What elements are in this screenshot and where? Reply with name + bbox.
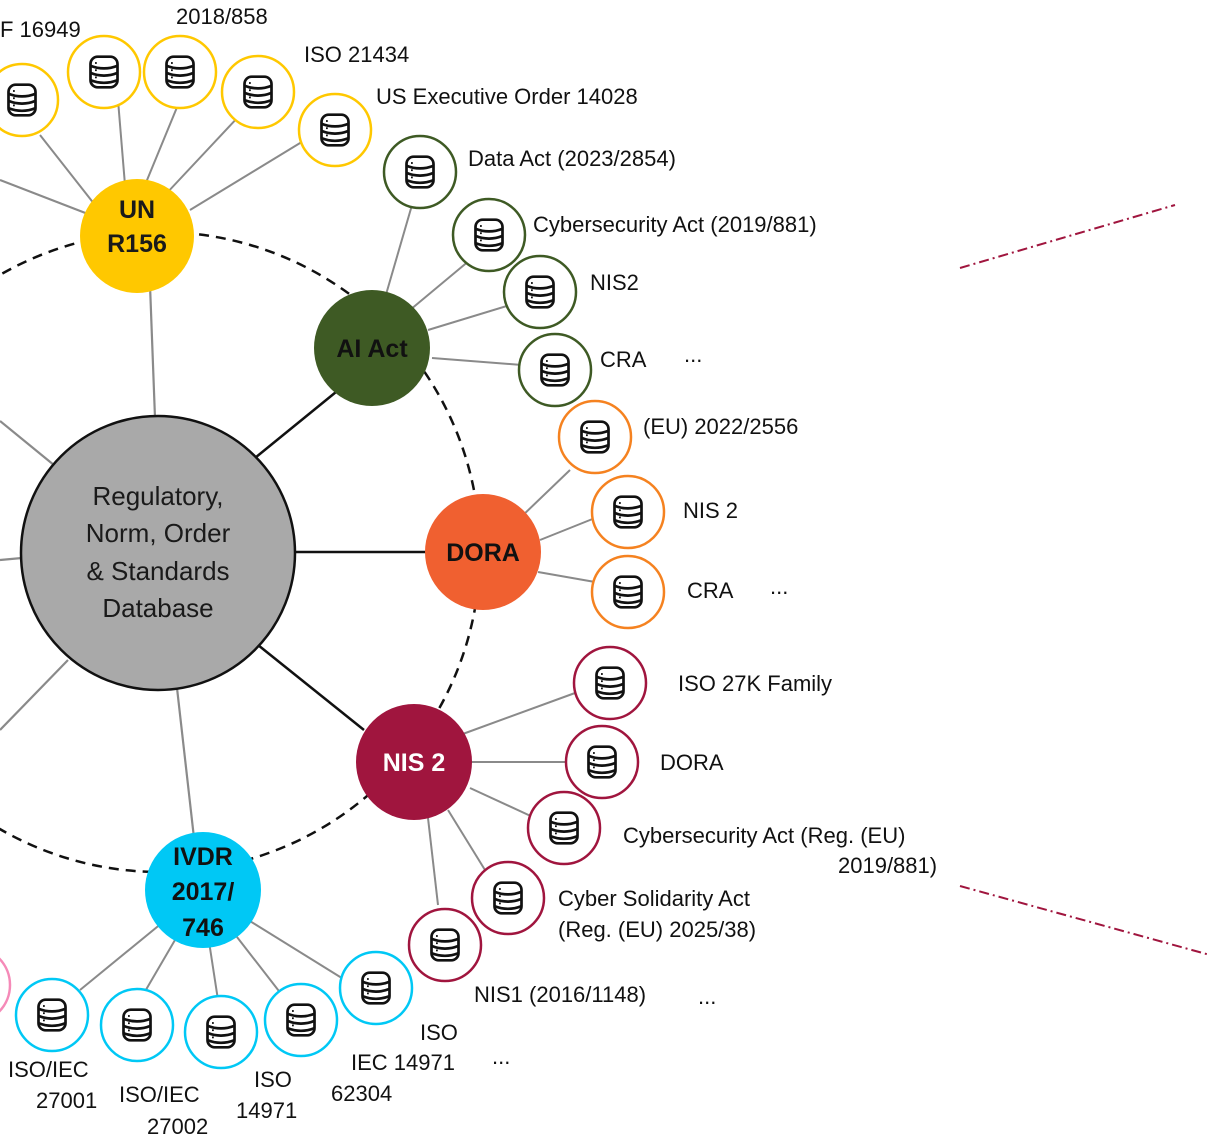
leaf-label-2018-858: 2018/858 — [176, 4, 268, 29]
center-label-3: & Standards — [86, 556, 229, 586]
hub-ai-act — [314, 290, 430, 406]
database-icon — [14, 977, 90, 1053]
leaf-label-iso21434: ISO 21434 — [304, 42, 409, 67]
leaf-label-us-eo14028: US Executive Order 14028 — [376, 84, 638, 109]
leaf-label-nis2-more: ... — [698, 984, 716, 1009]
leaf-label-cra: CRA — [600, 347, 647, 372]
center-label-4: Database — [102, 593, 213, 623]
database-icon — [572, 645, 648, 721]
database-icon — [470, 860, 546, 936]
leaf-label-cybersecurity-act: Cybersecurity Act (2019/881) — [533, 212, 817, 237]
database-icon — [557, 399, 633, 475]
leaf-label-f16949: F 16949 — [0, 17, 81, 42]
hub-nis2-label: NIS 2 — [383, 749, 446, 777]
leaf-label-iso27002-1: ISO/IEC — [119, 1082, 200, 1107]
leaf-label-iso14971-2: 14971 — [236, 1098, 297, 1123]
leaf-label-nis1: NIS1 (2016/1148) — [474, 982, 646, 1007]
hub-un-r156-label-1: UN — [119, 196, 155, 224]
database-icon — [564, 724, 640, 800]
leaf-label-iso27001-1: ISO/IEC — [8, 1057, 89, 1082]
database-icon — [590, 554, 666, 630]
main-spokes — [148, 284, 428, 839]
database-icon — [502, 254, 578, 330]
leaf-label-solidarity-1: Cyber Solidarity Act — [558, 886, 750, 911]
leaf-label-solidarity-2: (Reg. (EU) 2025/38) — [558, 917, 756, 942]
hub-dora-label: DORA — [446, 539, 520, 567]
database-icon — [66, 34, 142, 110]
leaf-label-cyber-act-1: Cybersecurity Act (Reg. (EU) — [623, 823, 905, 848]
center-database-node — [19, 414, 297, 692]
leaf-label-nis2: NIS2 — [590, 270, 639, 295]
leaf-label-iso27001-2: 27001 — [36, 1088, 97, 1113]
hub-dora — [425, 494, 541, 610]
database-icon — [0, 62, 60, 138]
center-label-2: Norm, Order — [86, 518, 231, 548]
leaf-label-dora-more: ... — [770, 574, 788, 599]
database-icon — [382, 134, 458, 210]
leaf-label-dora-nis2: NIS 2 — [683, 498, 738, 523]
leaf-label-iso27k: ISO 27K Family — [678, 671, 832, 696]
center-label-1: Regulatory, — [92, 481, 223, 511]
hub-ivdr-label-3: 746 — [182, 914, 224, 942]
hub-ivdr-label-2: 2017/ — [172, 878, 235, 906]
hub-nis2 — [356, 704, 472, 820]
database-icon — [407, 907, 483, 983]
database-icon — [590, 474, 666, 550]
database-icon — [263, 982, 339, 1058]
database-icon — [99, 987, 175, 1063]
database-icon — [451, 197, 527, 273]
callout-line-bottom — [959, 885, 1211, 956]
hub-un-r156 — [80, 179, 194, 293]
hub-un-r156-label-2: R156 — [107, 230, 167, 258]
leaf-label-iso14971-1: ISO — [254, 1067, 292, 1092]
neighbor-node-partial — [0, 957, 12, 1013]
leaf-label-iso27002-2: 27002 — [147, 1114, 208, 1139]
leaf-label-iec14971: IEC 14971 — [351, 1050, 455, 1075]
leaf-spokes — [39, 99, 596, 1001]
hub-ivdr-label-1: IVDR — [173, 843, 233, 871]
leaf-label-ai-more: ... — [684, 342, 702, 367]
leaf-label-data-act: Data Act (2023/2854) — [468, 146, 676, 171]
database-icon — [142, 34, 218, 110]
hub-ivdr — [145, 832, 261, 948]
leaf-label-ivdr-more: ... — [492, 1044, 510, 1069]
database-icon — [220, 54, 296, 130]
leaf-label-cyber-act-2: 2019/881) — [838, 853, 937, 878]
leaf-label-iso62304-2: 62304 — [331, 1081, 392, 1106]
hub-ai-act-label: AI Act — [336, 335, 408, 363]
leaf-label-nis2-dora: DORA — [660, 750, 724, 775]
database-icon — [338, 950, 414, 1026]
offscreen-spokes — [0, 178, 89, 731]
leaf-label-dora-cra: CRA — [687, 578, 734, 603]
leaf-label-iso62304-1: ISO — [420, 1020, 458, 1045]
database-icon — [183, 994, 259, 1070]
database-icon — [526, 790, 602, 866]
database-icon — [517, 332, 593, 408]
callout-line-top — [959, 204, 1176, 269]
database-icon — [297, 92, 373, 168]
leaf-label-eu-2022-2556: (EU) 2022/2556 — [643, 414, 798, 439]
